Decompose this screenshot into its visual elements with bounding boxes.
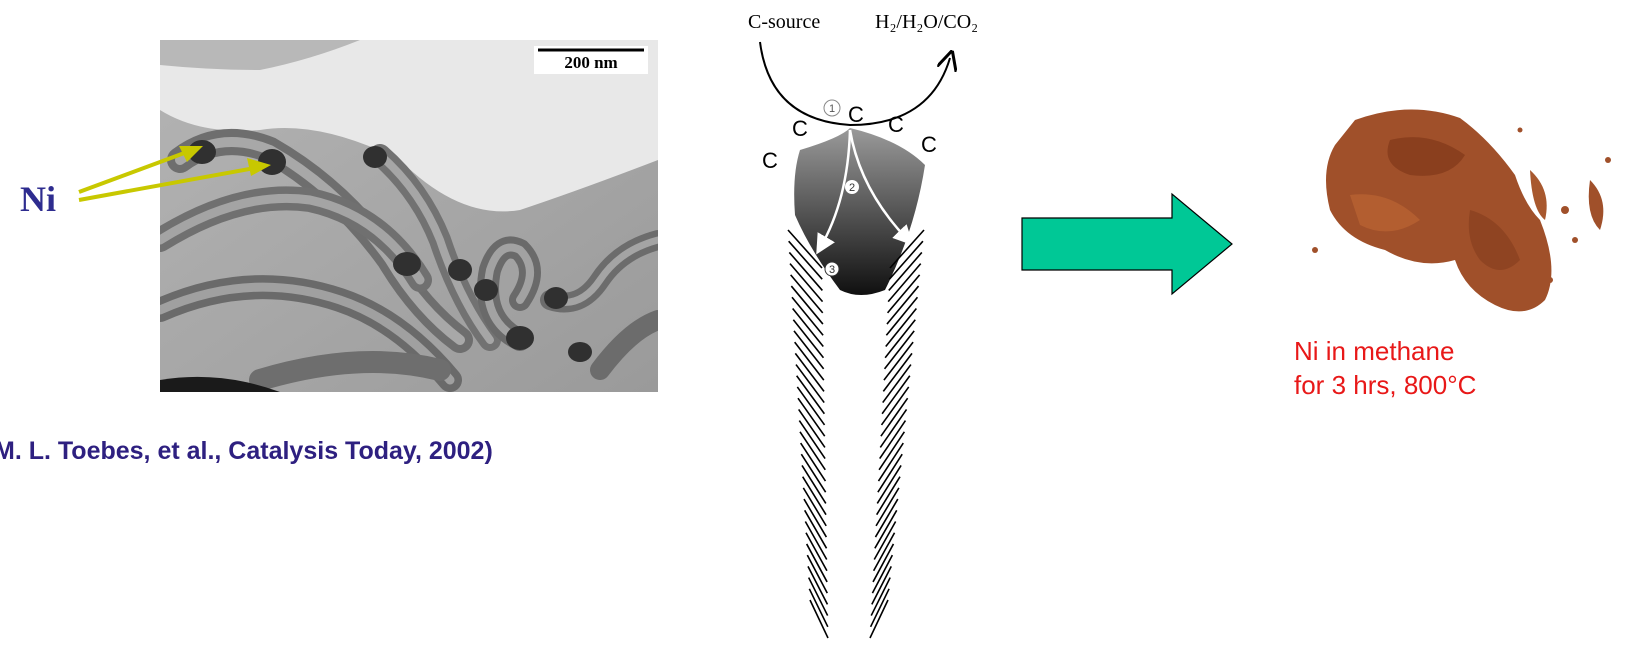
graphite-plane-line — [791, 275, 823, 313]
graphite-plane-line — [871, 578, 890, 616]
graphite-plane-line — [789, 252, 822, 290]
sample-caption: Ni in methane for 3 hrs, 800°C — [1294, 334, 1476, 402]
c-source-label: C-source — [748, 11, 820, 33]
step-2-label: 2 — [849, 182, 855, 194]
graphite-plane-line — [797, 387, 824, 425]
graphite-plane-line — [807, 555, 827, 593]
graphite-plane-line — [795, 353, 824, 391]
carbon-atom: C — [792, 116, 808, 141]
graphite-plane-line — [871, 589, 889, 627]
graphite-plane-line — [798, 398, 825, 436]
graphite-plane-line — [808, 566, 827, 604]
transition-arrow — [1020, 192, 1235, 296]
graphite-plane-line — [888, 275, 920, 313]
graphite-plane-line — [793, 320, 823, 358]
graphite-plane-line — [801, 454, 825, 492]
citation: M. L. Toebes, et al., Catalysis Today, 2… — [0, 437, 493, 466]
graphite-plane-line — [805, 510, 827, 548]
graphite-plane-line — [885, 320, 915, 358]
graphite-plane-line — [883, 353, 912, 391]
carbon-atom: C — [762, 148, 778, 173]
ni-pointer-arrows — [75, 130, 295, 210]
scale-bar-label: 200 nm — [564, 53, 617, 72]
graphite-plane-line — [803, 477, 826, 515]
graphite-plane-line — [809, 589, 827, 627]
ni-label: Ni — [20, 178, 56, 220]
graphite-plane-line — [795, 342, 824, 380]
graphite-plane-line — [876, 488, 899, 526]
graphite-plane-line — [887, 286, 919, 324]
graphite-plane-line — [877, 465, 901, 503]
caption-line-1: Ni in methane — [1294, 334, 1476, 368]
graphite-plane-line — [872, 566, 891, 604]
graphite-plane-line — [790, 264, 823, 302]
step-3-label: 3 — [829, 264, 835, 276]
graphite-plane-line — [880, 421, 906, 459]
graphite-plane-line — [801, 443, 826, 481]
graphite-plane-line — [799, 409, 825, 447]
graphite-plane-line — [875, 499, 897, 537]
graphite-plane-line — [873, 544, 893, 582]
graphite-plane-line — [796, 365, 824, 403]
graphite-plane-line — [800, 432, 825, 470]
caption-line-2: for 3 hrs, 800°C — [1294, 368, 1476, 402]
tem-micrograph: 200 nm — [160, 40, 658, 392]
graphite-plane-line — [872, 555, 892, 593]
carbon-atom: C — [888, 112, 904, 137]
graphite-plane-line — [882, 376, 910, 414]
products-label: H₂/H₂O/CO₂ — [875, 11, 978, 33]
graphite-plane-line — [799, 421, 825, 459]
graphite-plane-line — [886, 297, 917, 335]
step-1-label: 1 — [829, 103, 835, 115]
graphite-plane-line — [870, 600, 888, 638]
graphite-plane-line — [874, 522, 895, 560]
graphite-plane-line — [794, 331, 824, 369]
graphite-plane-line — [804, 499, 826, 537]
graphite-plane-line — [810, 600, 828, 638]
graphite-plane-line — [878, 443, 903, 481]
graphite-plane-line — [882, 387, 909, 425]
graphite-plane-line — [797, 376, 825, 414]
graphite-plane-line — [807, 544, 827, 582]
graphite-plane-line — [806, 533, 827, 571]
graphite-plane-line — [792, 297, 823, 335]
graphite-plane-line — [875, 510, 897, 548]
graphite-plane-line — [884, 342, 913, 380]
graphite-plane-line — [809, 578, 828, 616]
graphite-plane-line — [878, 454, 902, 492]
carbon-atom: C — [921, 132, 937, 157]
graphite-plane-line — [805, 522, 826, 560]
ni-sample-photo — [1290, 100, 1625, 325]
graphite-plane-line — [885, 331, 915, 369]
graphite-plane-line — [886, 308, 917, 346]
graphite-plane-line — [877, 477, 900, 515]
graphite-plane-line — [874, 533, 895, 571]
carbon-atom: C — [848, 102, 864, 127]
graphite-plane-line — [802, 465, 826, 503]
growth-mechanism-diagram: C-source H₂/H₂O/CO₂ 1 2 3 C C C C C — [700, 0, 1000, 653]
graphite-plane-line — [803, 488, 826, 526]
graphite-plane-line — [879, 432, 904, 470]
graphite-plane-line — [793, 308, 824, 346]
graphite-plane-line — [880, 409, 906, 447]
graphite-plane-line — [883, 365, 911, 403]
graphite-plane-line — [791, 286, 823, 324]
graphite-plane-line — [881, 398, 908, 436]
